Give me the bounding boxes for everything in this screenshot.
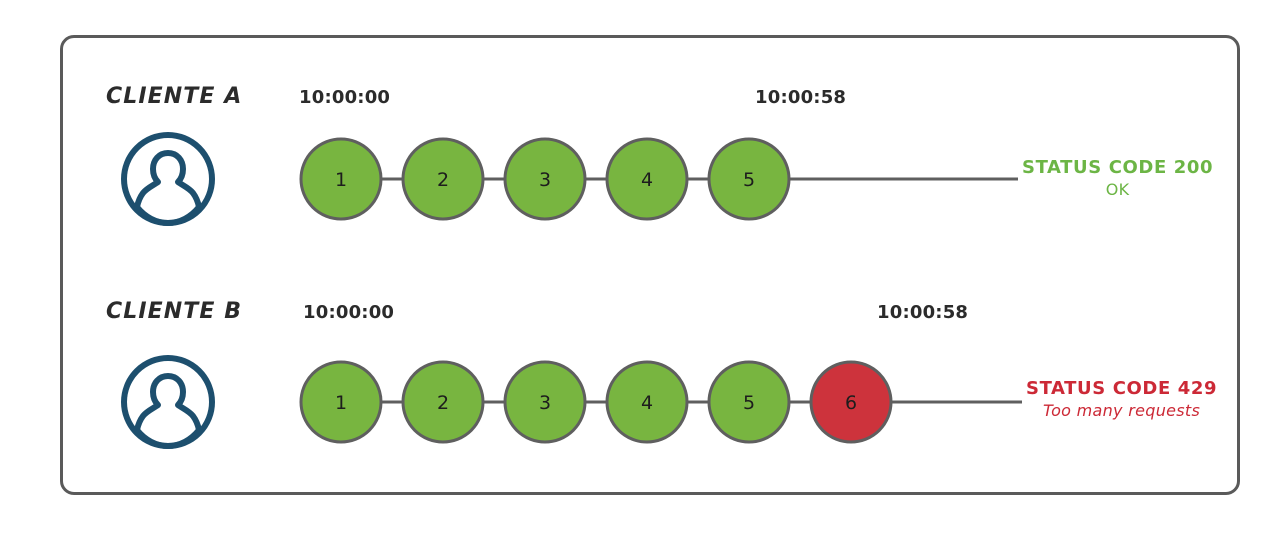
row-a-request-node-label: 1 xyxy=(335,169,347,191)
row-b-request-node[interactable] xyxy=(707,360,791,444)
client-b-label: CLIENTE B xyxy=(106,299,243,324)
row-a-request-node[interactable] xyxy=(605,137,689,221)
row-b-status: STATUS CODE 429 Too many requests xyxy=(1026,378,1217,421)
row-b-request-node-label: 1 xyxy=(335,392,347,414)
row-b-status-sub: Too many requests xyxy=(1042,400,1201,420)
row-a-status: STATUS CODE 200 OK xyxy=(1022,157,1213,200)
row-b-request-node-label: 5 xyxy=(743,392,755,414)
row-b-time-end: 10:00:58 xyxy=(877,302,969,323)
row-b-request-node[interactable] xyxy=(503,360,587,444)
row-b-nodes: 1 2 3 4 5 6 xyxy=(299,360,893,444)
row-a-time-end: 10:00:58 xyxy=(755,87,847,108)
row-b-request-node-label: 3 xyxy=(539,392,551,414)
row-b-time-start: 10:00:00 xyxy=(303,302,395,323)
user-avatar-icon xyxy=(121,132,215,226)
row-a-request-node[interactable] xyxy=(299,137,383,221)
row-a-status-code: STATUS CODE 200 xyxy=(1022,157,1214,178)
row-b-request-node-label: 6 xyxy=(845,392,857,414)
client-a-label: CLIENTE A xyxy=(106,84,243,109)
row-a-request-node[interactable] xyxy=(401,137,485,221)
row-a-request-node[interactable] xyxy=(503,137,587,221)
row-a-request-node[interactable] xyxy=(707,137,791,221)
row-b-request-node[interactable] xyxy=(809,360,893,444)
row-b-request-node-label: 2 xyxy=(437,392,449,414)
row-a-time-start: 10:00:00 xyxy=(299,87,391,108)
row-b-request-node[interactable] xyxy=(299,360,383,444)
row-b-request-node[interactable] xyxy=(605,360,689,444)
row-a-request-node-label: 5 xyxy=(743,169,755,191)
user-avatar-icon xyxy=(121,355,215,449)
row-a-nodes: 1 2 3 4 5 xyxy=(299,137,791,221)
row-b-status-code: STATUS CODE 429 xyxy=(1026,378,1218,399)
row-a-request-node-label: 3 xyxy=(539,169,551,191)
row-a-status-sub: OK xyxy=(1105,179,1130,199)
row-a-request-node-label: 2 xyxy=(437,169,449,191)
row-b-request-node[interactable] xyxy=(401,360,485,444)
row-a-request-node-label: 4 xyxy=(641,169,653,191)
row-b-request-node-label: 4 xyxy=(641,392,653,414)
